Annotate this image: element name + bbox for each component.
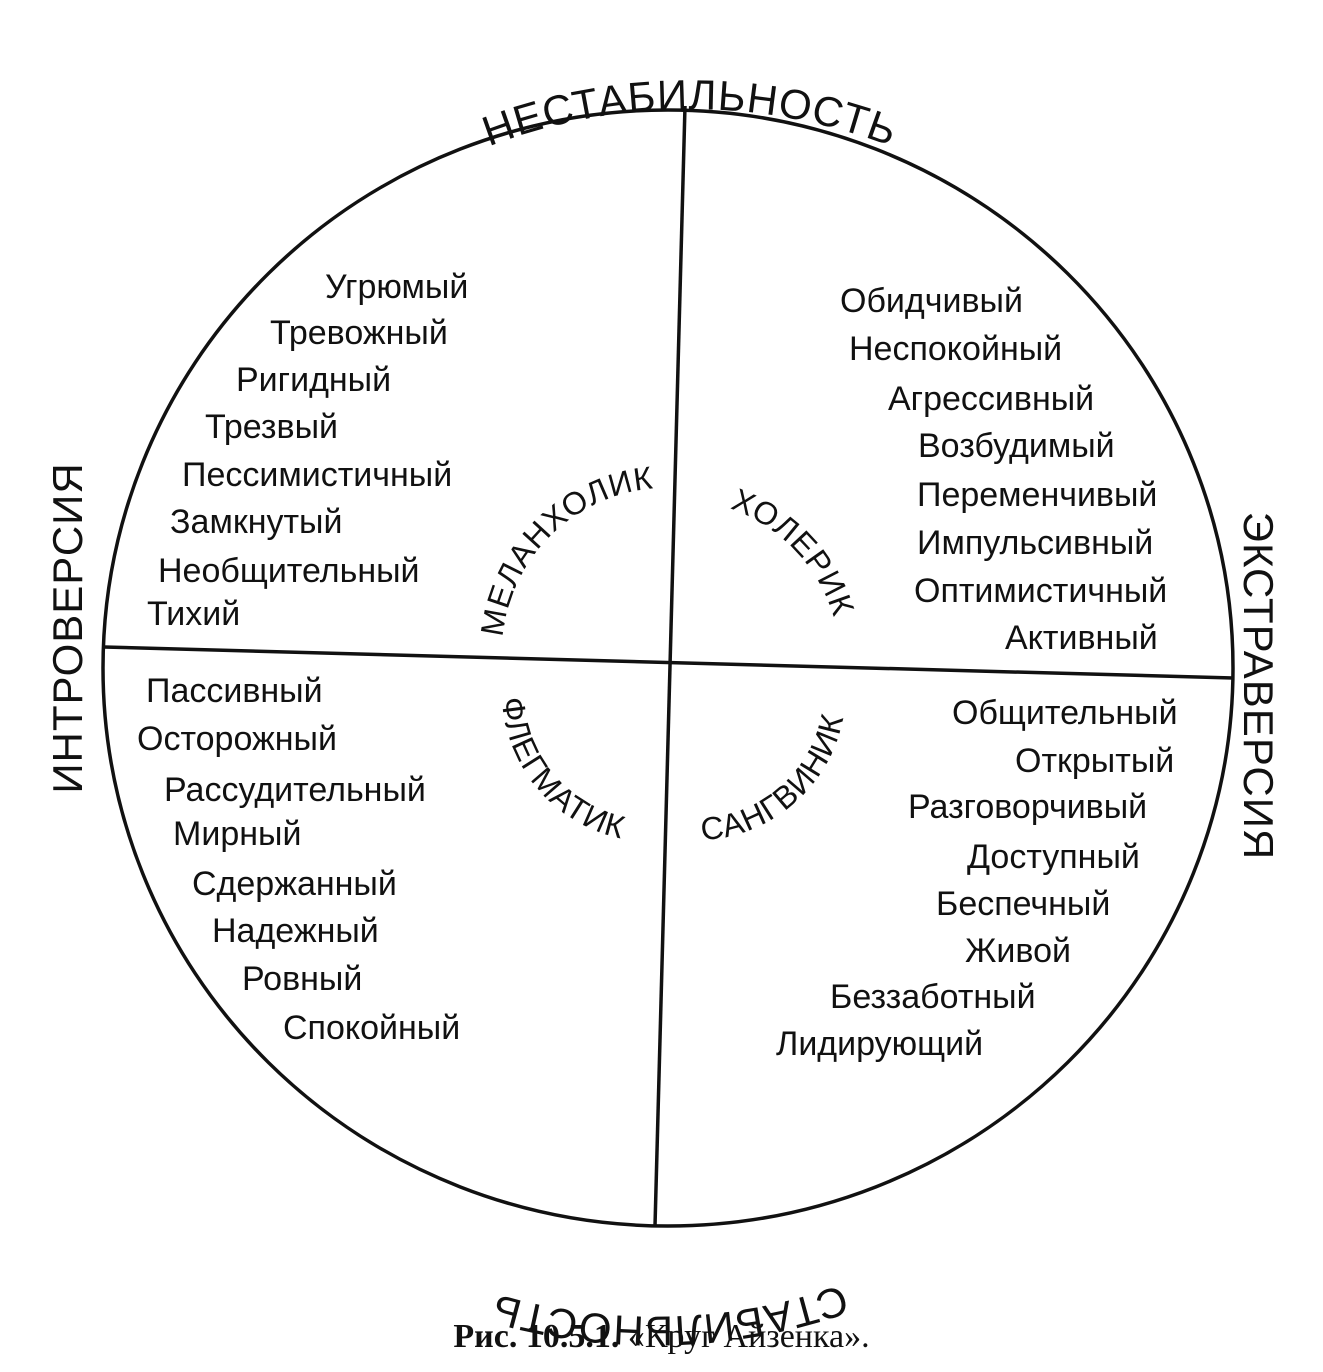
trait-top-right: Импульсивный	[917, 524, 1153, 562]
svg-text:САНГВИНИК: САНГВИНИК	[699, 710, 851, 847]
trait-top-right: Активный	[1005, 619, 1158, 657]
trait-bottom-left: Осторожный	[137, 720, 337, 758]
axis-label-introversion: ИНТРОВЕРСИЯ	[44, 462, 91, 793]
trait-bottom-right: Открытый	[1015, 742, 1174, 780]
trait-bottom-left: Сдержанный	[192, 865, 397, 903]
trait-bottom-left: Мирный	[173, 815, 301, 853]
temperament-sanguine: САНГВИНИК	[699, 710, 850, 847]
trait-top-left: Замкнутый	[170, 503, 342, 541]
trait-top-left: Тихий	[147, 595, 240, 633]
svg-text:МЕЛАНХОЛИК: МЕЛАНХОЛИК	[474, 459, 656, 638]
trait-bottom-left: Рассудительный	[164, 771, 426, 809]
trait-top-left: Угрюмый	[325, 268, 468, 306]
figure-caption: Рис. 10.5.1. «Круг Айзенка».	[0, 1318, 1323, 1356]
trait-top-left: Необщительный	[158, 552, 420, 590]
trait-bottom-right: Беспечный	[936, 885, 1110, 923]
svg-text:ХОЛЕРИК: ХОЛЕРИК	[727, 481, 861, 620]
svg-text:НЕСТАБИЛЬНОСТЬ: НЕСТАБИЛЬНОСТЬ	[476, 71, 904, 155]
trait-top-right: Возбудимый	[918, 427, 1115, 465]
trait-top-left: Пессимистичный	[182, 456, 452, 494]
trait-top-left: Трезвый	[205, 408, 338, 446]
trait-bottom-left: Надежный	[212, 912, 379, 950]
figure-number: Рис. 10.5.1.	[453, 1318, 620, 1355]
trait-bottom-right: Живой	[965, 932, 1071, 970]
trait-top-right: Агрессивный	[888, 380, 1094, 418]
vertical-axis-line	[653, 105, 687, 1227]
trait-bottom-left: Пассивный	[146, 672, 323, 710]
figure-title: «Круг Айзенка».	[627, 1318, 870, 1355]
trait-top-left: Ригидный	[236, 361, 391, 399]
horizontal-axis-line	[103, 645, 1234, 680]
axis-label-extraversion: ЭКСТРАВЕРСИЯ	[1235, 512, 1282, 860]
temperament-melancholic: МЕЛАНХОЛИК	[474, 459, 655, 638]
trait-top-right: Оптимистичный	[914, 572, 1167, 610]
trait-bottom-right: Доступный	[967, 838, 1140, 876]
trait-bottom-right: Общительный	[952, 694, 1178, 732]
trait-bottom-left: Ровный	[242, 960, 362, 998]
trait-bottom-right: Лидирующий	[776, 1025, 983, 1063]
axis-label-instability: НЕСТАБИЛЬНОСТЬ	[476, 71, 903, 155]
trait-top-right: Обидчивый	[840, 282, 1023, 320]
trait-top-right: Переменчивый	[917, 476, 1157, 514]
outer-circle	[101, 108, 1235, 1228]
temperament-choleric: ХОЛЕРИК	[727, 481, 860, 620]
svg-text:ФЛЕГМАТИК: ФЛЕГМАТИК	[495, 695, 630, 846]
trait-bottom-right: Беззаботный	[830, 978, 1036, 1016]
trait-top-left: Тревожный	[270, 314, 448, 352]
temperament-phlegmatic: ФЛЕГМАТИК	[495, 695, 629, 846]
trait-bottom-right: Разговорчивый	[908, 788, 1147, 826]
trait-bottom-left: Спокойный	[283, 1009, 460, 1047]
trait-top-right: Неспокойный	[849, 330, 1062, 368]
